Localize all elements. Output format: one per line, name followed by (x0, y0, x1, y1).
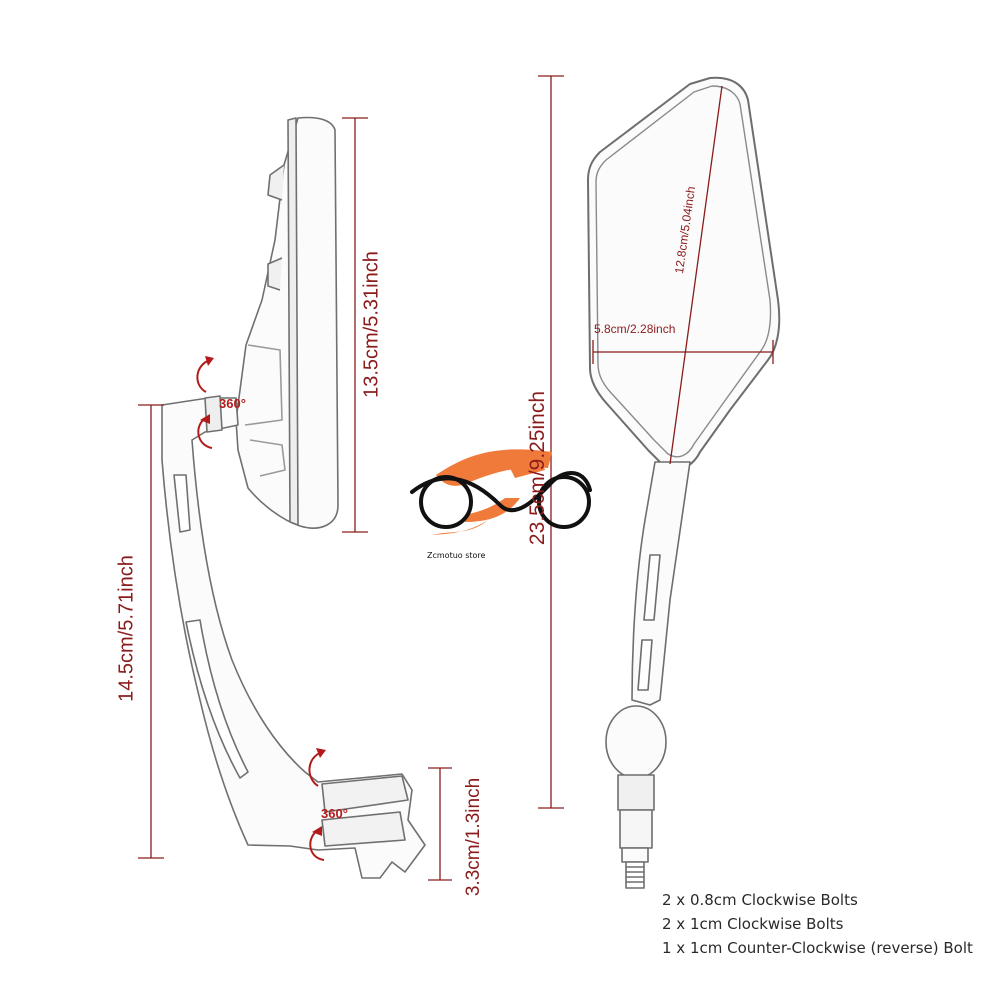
bolt-item: 2 x 0.8cm Clockwise Bolts (662, 891, 858, 909)
rotation-arrow-top (196, 356, 214, 449)
brand-logo (410, 449, 592, 535)
rotation-arrow-bottom (308, 748, 326, 861)
rotation-label-top: 360° (219, 396, 246, 411)
left-mirror-arm (161, 395, 426, 879)
dimension-left-mirror-height: 13.5cm/5.31inch (360, 251, 383, 398)
left-mirror-head (235, 116, 339, 529)
dimension-lines (138, 75, 774, 881)
dimension-left-arm-height: 14.5cm/5.71inch (115, 555, 138, 702)
bolt-item: 2 x 1cm Clockwise Bolts (662, 915, 844, 933)
right-mirror-stem (605, 461, 691, 889)
bolt-item: 1 x 1cm Counter-Clockwise (reverse) Bolt (662, 939, 973, 957)
store-name: Zcmotuo store (427, 551, 486, 560)
dimension-mirror-width: 5.8cm/2.28inch (594, 322, 676, 336)
right-mirror-head (587, 76, 781, 471)
dimension-mount-height: 3.3cm/1.3inch (463, 777, 484, 897)
rotation-label-bottom: 360° (321, 806, 348, 821)
bolts-list: 2 x 0.8cm Clockwise Bolts 2 x 1cm Clockw… (662, 888, 973, 960)
dimension-total-height: 23.5cm/9.25inch (526, 390, 549, 546)
